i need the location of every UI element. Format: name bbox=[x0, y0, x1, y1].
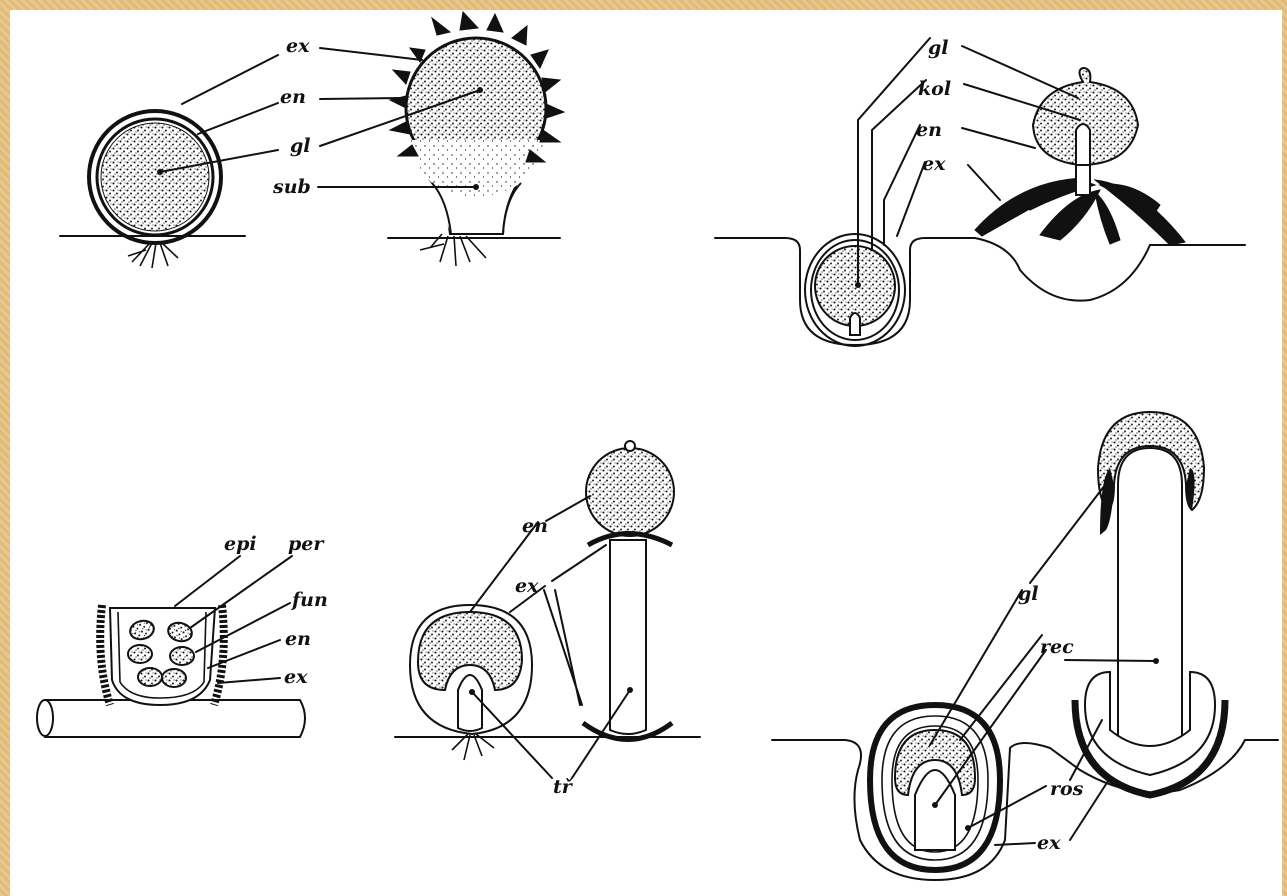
mycelium bbox=[128, 243, 178, 268]
label-gl: gl bbox=[290, 135, 311, 157]
gleba bbox=[101, 123, 209, 231]
twig bbox=[40, 700, 305, 737]
gleba bbox=[586, 448, 674, 536]
label-epi: epi bbox=[224, 533, 257, 555]
label-ex-5: ex bbox=[1037, 832, 1061, 854]
soil-profile bbox=[715, 238, 1245, 345]
receptaculum bbox=[458, 675, 482, 731]
columella bbox=[850, 313, 860, 335]
label-en-2: en bbox=[916, 119, 942, 141]
label-fun: fun bbox=[290, 589, 328, 611]
label-ex: ex bbox=[286, 35, 310, 57]
receptaculum-stalk bbox=[1118, 448, 1182, 754]
panel-stinkhorn: gl rec ros ex bbox=[772, 412, 1278, 880]
columella-head bbox=[1076, 124, 1090, 165]
soil-profile bbox=[772, 740, 1278, 880]
panel-young-fruitbody: ex en gl sub bbox=[60, 12, 564, 268]
label-sub: sub bbox=[272, 176, 311, 198]
label-en-3: en bbox=[285, 628, 311, 650]
label-gl-2: gl bbox=[928, 37, 949, 59]
stalk bbox=[610, 540, 646, 734]
label-per: per bbox=[288, 533, 325, 555]
label-tr: tř bbox=[553, 776, 574, 798]
label-ros: ros bbox=[1050, 778, 1084, 800]
label-ex-2: ex bbox=[922, 153, 946, 175]
label-gl-5: gl bbox=[1018, 583, 1039, 605]
label-en: en bbox=[280, 86, 306, 108]
panel-peridioles: epi per fun en ex bbox=[37, 533, 328, 737]
receptaculum bbox=[915, 770, 955, 850]
panel-emergence: gl kol en ex bbox=[715, 37, 1245, 346]
panel-stalked: en ex tř bbox=[395, 441, 700, 798]
label-kol: kol bbox=[918, 78, 951, 100]
label-rec: rec bbox=[1040, 636, 1074, 658]
label-ex-3: ex bbox=[284, 666, 308, 688]
